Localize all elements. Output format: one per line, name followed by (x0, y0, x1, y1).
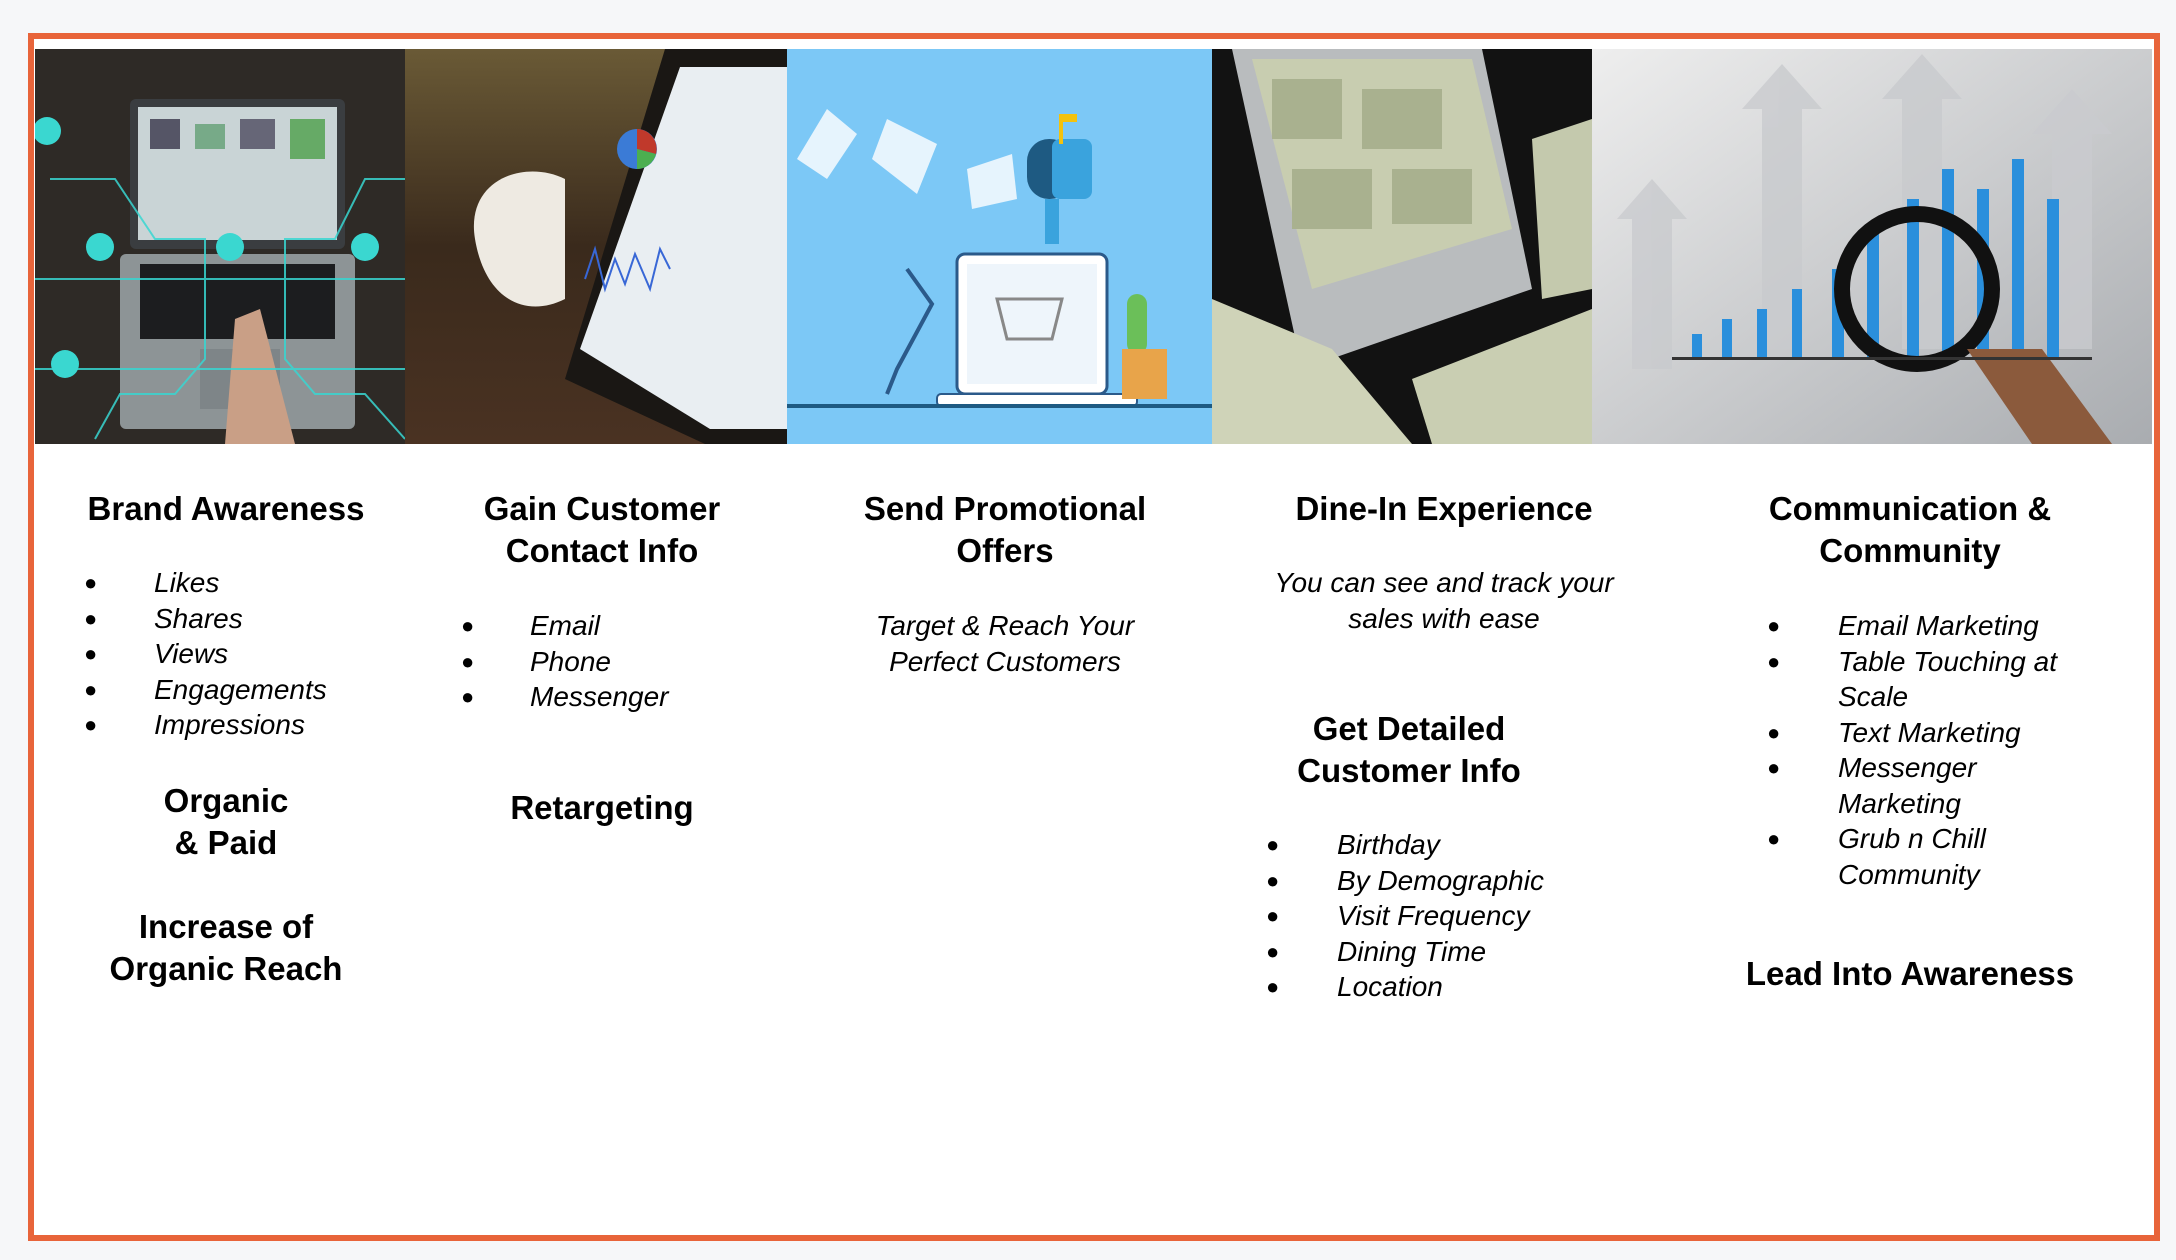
subtitle-line: Target & Reach Your (875, 610, 1135, 641)
retargeting-heading: Retargeting (510, 789, 694, 826)
communication-heading: Communication & Community (1769, 488, 2051, 572)
bullet-icon: ● (461, 613, 475, 638)
bullet-icon: ● (1266, 938, 1280, 964)
list-item-text: Dining Time (1337, 935, 1487, 967)
list-item: ● Email (461, 608, 669, 644)
subtitle-line: sales with ease (1348, 603, 1540, 634)
organic-paid-heading: Organic & Paid (164, 780, 289, 864)
list-item: ● Visit Frequency (1266, 898, 1544, 934)
list-item: ● By Demographic (1266, 863, 1544, 899)
subtitle-line: You can see and track your (1274, 567, 1614, 598)
email-marketing-illustration (787, 49, 1212, 444)
bullet-icon: ● (1767, 826, 1781, 851)
heading-line: Send Promotional (863, 490, 1147, 527)
bullet-icon: ● (1767, 755, 1781, 780)
list-item: ● Views (84, 636, 327, 672)
list-item: ● Likes (84, 565, 327, 601)
bullet-icon: ● (1266, 832, 1280, 857)
bullet-icon: ● (84, 641, 98, 666)
list-item: ● Messenger (461, 679, 669, 715)
list-item: ● Text Marketing (1767, 715, 2097, 751)
growth-chart-magnifier-image (1592, 49, 2152, 444)
bullet-icon: ● (461, 648, 475, 674)
bullet-icon: ● (1266, 903, 1280, 928)
heading-line: Increase of (138, 908, 314, 945)
money-case-image (1212, 49, 1592, 444)
organic-reach-heading: Increase of Organic Reach (110, 906, 343, 990)
bullet-icon: ● (84, 570, 98, 595)
bullet-icon: ● (1767, 719, 1781, 745)
list-item: ● Engagements (84, 672, 327, 708)
tablet-analytics-image (405, 49, 787, 444)
heading-line: Organic Reach (109, 950, 343, 987)
list-item: ● Phone (461, 644, 669, 680)
list-item-text: Messenger Marketing (1838, 752, 1977, 819)
bullet-icon: ● (1266, 867, 1280, 893)
heading-line: & Paid (174, 824, 278, 861)
brand-awareness-heading: Brand Awareness (87, 490, 365, 527)
list-item-text: Grub n Chill Community (1838, 823, 1986, 890)
bullet-icon: ● (461, 684, 475, 709)
bullet-icon: ● (84, 676, 98, 702)
communication-list: ● Email Marketing ● Table Touching at Scal… (1767, 608, 2097, 892)
list-item-text: Shares (154, 602, 243, 634)
bullet-icon: ● (84, 605, 98, 631)
list-item-text: Location (1337, 971, 1443, 1002)
list-item-text: Phone (530, 645, 611, 677)
heading-line: Gain Customer (483, 490, 721, 527)
heading-line: Offers (956, 532, 1054, 569)
list-item-text: Messenger (530, 681, 669, 712)
list-item-text: Email (530, 610, 601, 641)
heading-line: Get Detailed (1312, 710, 1506, 747)
list-item: ● Birthday (1266, 827, 1544, 863)
list-item: ● Table Touching at Scale (1767, 644, 2097, 715)
list-item: ● Email Marketing (1767, 608, 2097, 644)
list-item-text: Engagements (154, 673, 327, 705)
list-item: ● Messenger Marketing (1767, 750, 2068, 821)
heading-line: Organic (163, 782, 289, 819)
laptop-network-image (35, 49, 405, 444)
heading-line: Contact Info (505, 532, 699, 569)
bullet-icon: ● (84, 712, 98, 737)
bullet-icon: ● (1767, 648, 1781, 674)
list-item-text: Table Touching at Scale (1838, 645, 2057, 713)
list-item: ● Dining Time (1266, 934, 1544, 970)
list-item-text: Views (154, 638, 229, 669)
list-item-text: Text Marketing (1838, 716, 2021, 748)
list-item-text: Impressions (154, 709, 305, 740)
lead-awareness-heading: Lead Into Awareness (1745, 955, 2075, 992)
dine-in-heading: Dine-In Experience (1295, 490, 1593, 527)
list-item-text: Email Marketing (1838, 610, 2039, 641)
subtitle-line: Perfect Customers (889, 646, 1121, 677)
list-item: ● Location (1266, 969, 1544, 1005)
list-item-text: By Demographic (1337, 864, 1544, 896)
bullet-icon: ● (1266, 974, 1280, 999)
heading-line: Community (1819, 532, 2001, 569)
heading-line: Communication & (1768, 490, 2052, 527)
contact-info-list: ● Email ● Phone ● Messenger (461, 608, 669, 715)
bullet-icon: ● (1767, 613, 1781, 638)
list-item: ● Shares (84, 601, 327, 637)
list-item: ● Grub n Chill Community (1767, 821, 2068, 892)
list-item: ● Impressions (84, 707, 327, 743)
customer-info-list: ● Birthday ● By Demographic ● Visit Frequen… (1266, 827, 1544, 1005)
list-item-text: Visit Frequency (1337, 900, 1530, 931)
list-item-text: Likes (154, 567, 220, 598)
list-item-text: Birthday (1337, 829, 1440, 860)
heading-line: Customer Info (1297, 752, 1521, 789)
dine-in-subtitle: You can see and track your sales with eas… (1274, 565, 1613, 637)
brand-awareness-list: ● Likes ● Shares ● Views ● Engagements ● Impr… (84, 565, 327, 743)
